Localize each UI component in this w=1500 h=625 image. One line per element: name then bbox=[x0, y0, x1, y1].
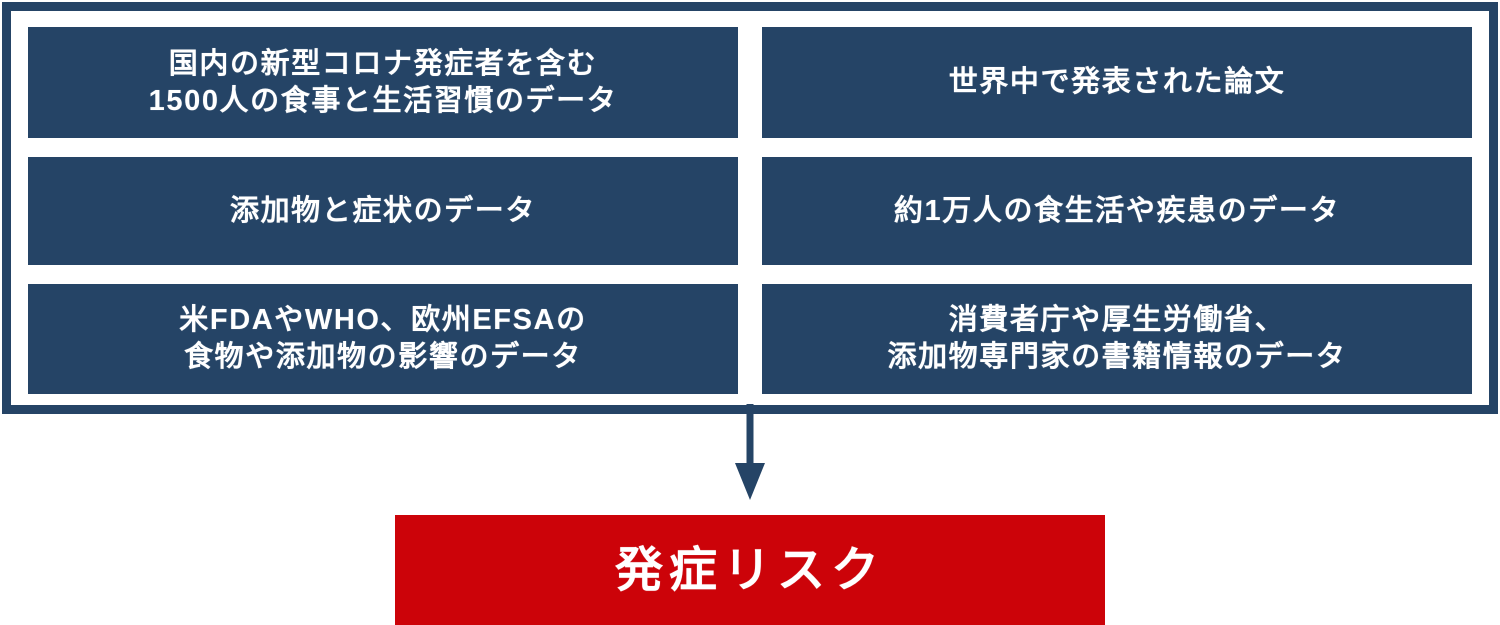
result-risk-box: 発症リスク bbox=[395, 515, 1105, 625]
source-box-label: 消費者庁や厚生労働省、 添加物専門家の書籍情報のデータ bbox=[887, 304, 1347, 373]
source-box-label: 添加物と症状のデータ bbox=[229, 194, 536, 227]
source-box-caa-mhlw-expert-books-data: 消費者庁や厚生労働省、 添加物専門家の書籍情報のデータ bbox=[762, 284, 1472, 394]
source-box-label: 米FDAやWHO、欧州EFSAの 食物や添加物の影響のデータ bbox=[179, 304, 587, 373]
data-sources-grid: 国内の新型コロナ発症者を含む 1500人の食事と生活習慣のデータ 世界中で発表さ… bbox=[28, 27, 1482, 404]
source-box-ten-thousand-diet-disease-data: 約1万人の食生活や疾患のデータ bbox=[762, 157, 1472, 265]
source-box-worldwide-papers: 世界中で発表された論文 bbox=[762, 27, 1472, 138]
source-box-label: 約1万人の食生活や疾患のデータ bbox=[893, 194, 1341, 227]
result-risk-label: 発症リスク bbox=[614, 543, 885, 597]
data-sources-frame: 国内の新型コロナ発症者を含む 1500人の食事と生活習慣のデータ 世界中で発表さ… bbox=[2, 2, 1498, 414]
down-arrow-icon bbox=[730, 404, 770, 504]
source-box-additives-symptoms-data: 添加物と症状のデータ bbox=[28, 157, 738, 265]
source-box-label: 世界中で発表された論文 bbox=[948, 66, 1286, 99]
source-box-domestic-covid-diet-data: 国内の新型コロナ発症者を含む 1500人の食事と生活習慣のデータ bbox=[28, 27, 738, 138]
source-box-label: 国内の新型コロナ発症者を含む 1500人の食事と生活習慣のデータ bbox=[148, 47, 618, 117]
source-box-fda-who-efsa-data: 米FDAやWHO、欧州EFSAの 食物や添加物の影響のデータ bbox=[28, 284, 738, 394]
